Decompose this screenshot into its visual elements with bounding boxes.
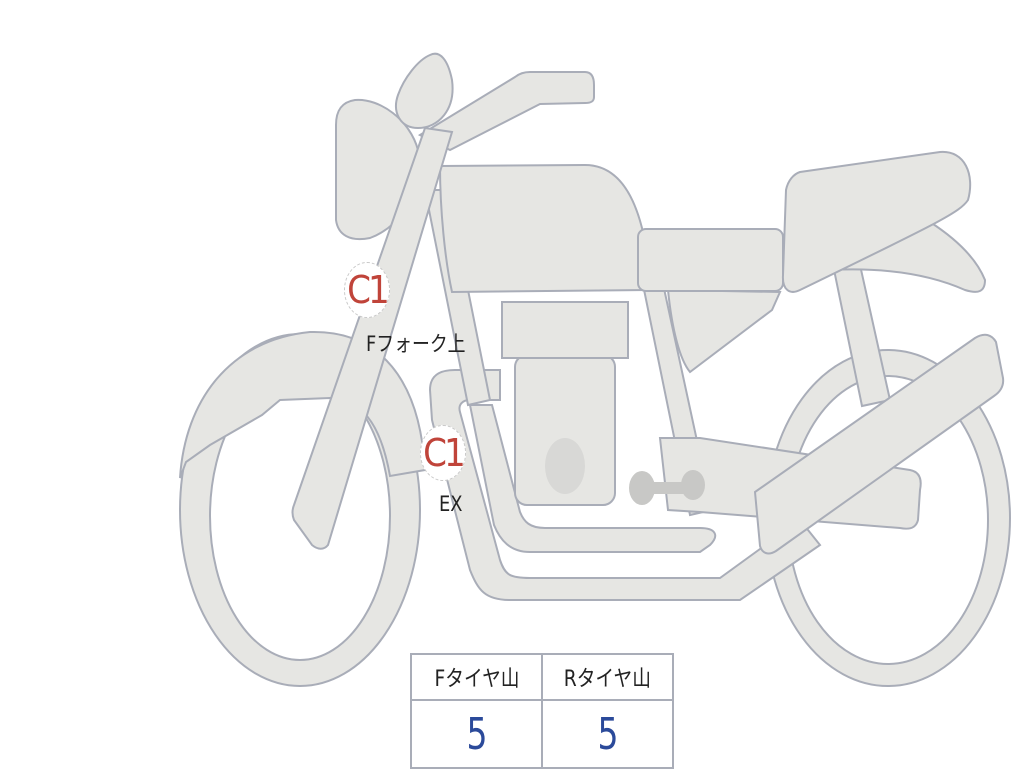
seat-rear [781,150,972,293]
side-cover [666,288,782,374]
seat-front [637,228,784,292]
marker-code: C1 [347,268,390,312]
handlebar [417,71,595,152]
inspection-marker-exhaust[interactable]: C1 [420,425,466,481]
meter [395,52,454,130]
front-fork [291,126,454,550]
value-text: 5 [597,708,618,760]
front-tire-tread-value: 5 [410,699,543,769]
tail-cowl [829,220,987,293]
value-text: 5 [466,708,487,760]
inspection-marker-front-fork[interactable]: C1 [344,262,390,318]
footpeg [629,470,705,505]
engine [501,301,629,506]
tire-tread-table: Fタイヤ山 Rタイヤ山 5 5 [410,653,674,769]
marker-label-exhaust: EX [439,492,463,516]
header-text: Rタイヤ山 [563,667,652,692]
marker-label-front-fork: Fフォーク上 [366,332,466,356]
fuel-tank [438,163,652,294]
marker-code: C1 [423,431,466,475]
exhaust-pipe-upper [468,404,717,553]
header-text: Fタイヤ山 [434,667,519,692]
rear-tire-tread-value: 5 [541,699,674,769]
muffler [753,333,1005,555]
rear-tire-tread-header: Rタイヤ山 [541,653,674,701]
front-tire-tread-header: Fタイヤ山 [410,653,543,701]
